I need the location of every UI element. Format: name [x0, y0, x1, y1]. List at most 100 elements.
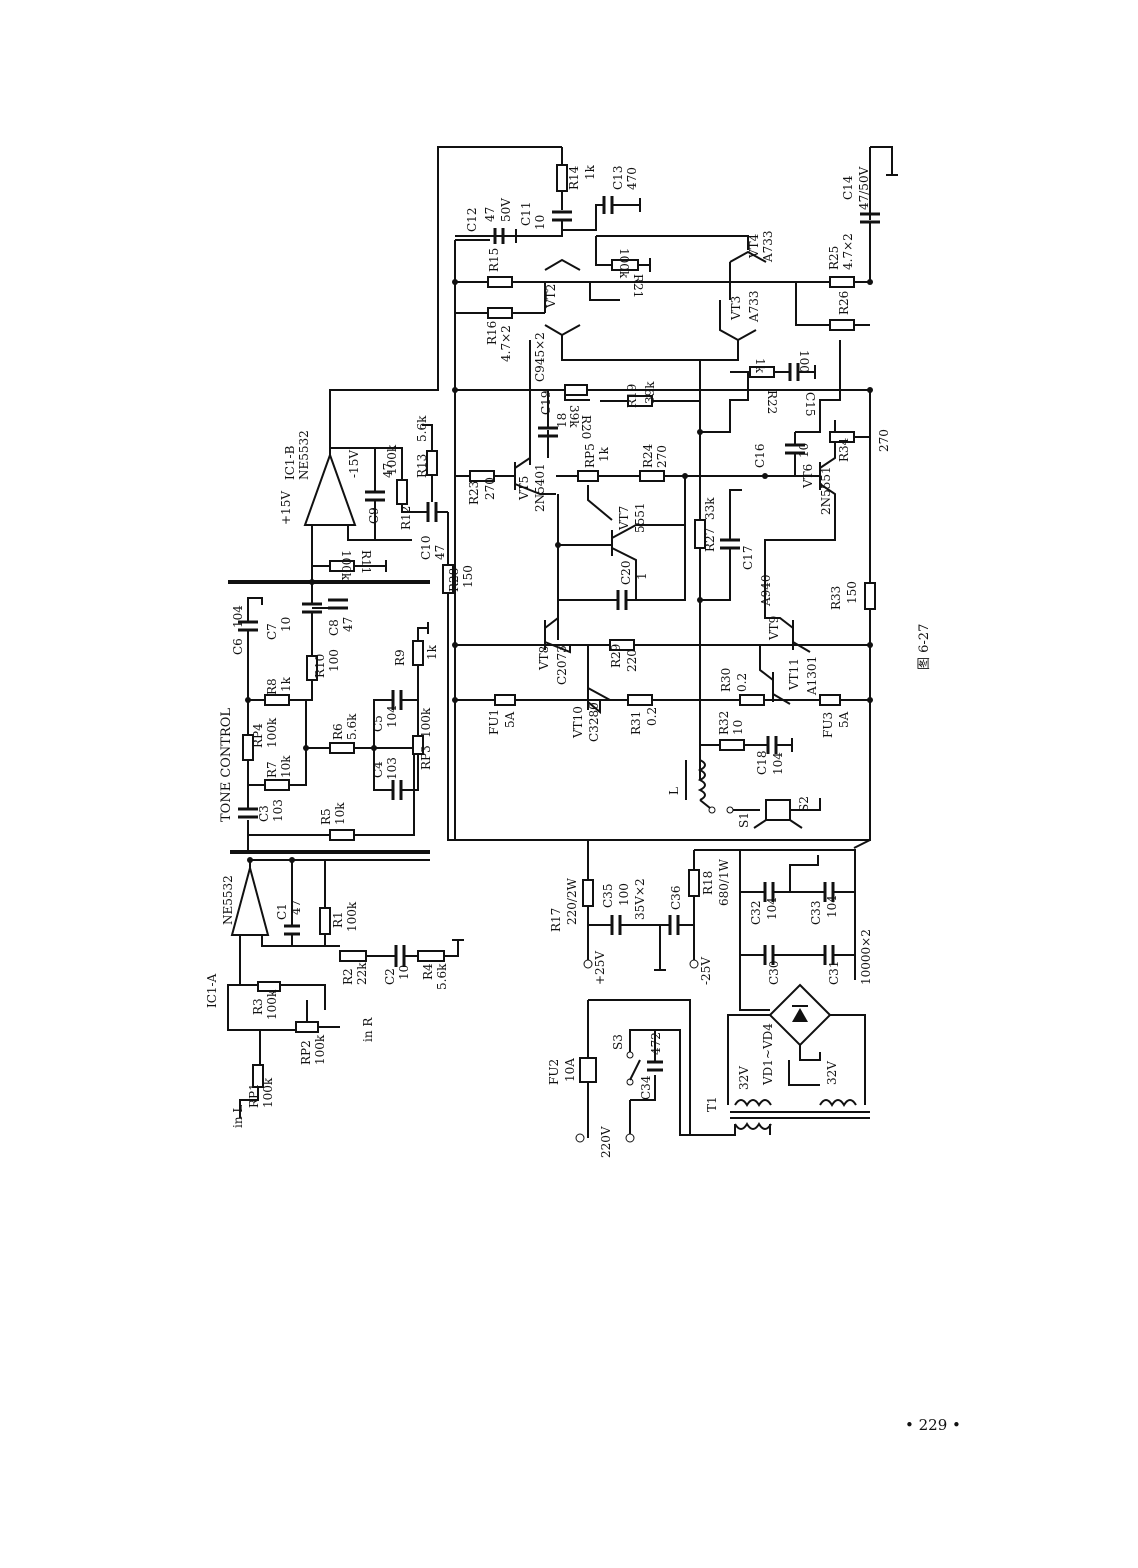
- vas-bias-stage: R23 270 VT5 2N5401 C19 18 RP5 1k R24 270…: [455, 360, 891, 780]
- fu1-value: 5A: [503, 711, 517, 728]
- vt5-label: VT5: [517, 476, 531, 501]
- r8-resistor: [264, 694, 290, 706]
- ic1b-neg-supply: -15V: [347, 450, 361, 478]
- c18-label: C18: [755, 751, 769, 775]
- r15-resistor: [487, 276, 513, 288]
- c4-value: 103: [385, 757, 399, 780]
- rp3-value: 100k: [419, 707, 433, 738]
- rp1-label: RP1: [247, 1083, 261, 1108]
- r21-label: R21: [631, 274, 645, 298]
- r8-label: R8: [265, 678, 279, 695]
- s1-label: S1: [737, 812, 751, 828]
- r24-value: 270: [655, 445, 669, 468]
- r34-value: 270: [877, 429, 891, 452]
- r15-label: R15: [487, 248, 501, 272]
- transformer-primary: [734, 1122, 772, 1130]
- c15-label: C15: [803, 392, 817, 416]
- r31-resistor: [627, 694, 653, 706]
- r25-resistor: [829, 276, 855, 288]
- c10-label: C10: [419, 536, 433, 560]
- ic1b-type: NE5532: [297, 430, 311, 480]
- ic1b-stage: IC1-B NE5532 +15V -15V C9 47 R12 100k C1…: [279, 146, 562, 582]
- r2-label: R2: [341, 968, 355, 985]
- c4-label: C4: [371, 761, 385, 778]
- r30-resistor: [739, 694, 765, 706]
- c13-value: 470: [625, 167, 639, 190]
- mains-terminal-2: [625, 1133, 635, 1143]
- r14-resistor: [556, 164, 568, 192]
- c15-value: 100: [797, 350, 811, 373]
- c1-value: 47: [289, 900, 303, 915]
- rp5-potentiometer: [577, 470, 599, 482]
- op-amp-ic1a: [230, 864, 270, 936]
- r16-label: R16: [485, 321, 499, 345]
- r13-label: R13: [415, 454, 429, 478]
- vt11-label: VT11: [787, 658, 801, 691]
- r27-value: 33k: [703, 497, 717, 520]
- fu2-label: FU2: [547, 1059, 561, 1085]
- r11-label: R11: [359, 550, 373, 574]
- r10-value: 100: [327, 649, 341, 672]
- c14-label: C14: [841, 175, 855, 200]
- r31-value: 0.2: [645, 707, 659, 726]
- transformer-secondary-1: [734, 1099, 772, 1107]
- r4-label: R4: [421, 963, 435, 980]
- r25-label: R25: [827, 246, 841, 270]
- r29-resistor: [609, 639, 635, 651]
- c33-value: 104: [825, 895, 839, 918]
- t1-label: T1: [705, 1096, 719, 1112]
- r32-value: 10: [731, 720, 745, 735]
- r30-label: R30: [719, 668, 733, 692]
- c5-value: 104: [385, 705, 399, 728]
- c6-value: 104: [231, 605, 245, 628]
- current-mirror-stage: VT4 A733 VT3 A733 R25 4.7×2 R26 R22 1k C…: [596, 146, 898, 420]
- r1-value: 100k: [345, 901, 359, 932]
- fu2-value: 10A: [563, 1058, 577, 1082]
- r20-label: R20: [579, 415, 593, 439]
- c30-31-value: 10000×2: [859, 929, 873, 985]
- r2-value: 22k: [355, 962, 369, 985]
- r9-label: R9: [393, 649, 407, 666]
- r20-value: 39k: [567, 405, 581, 428]
- c34-label: C34: [639, 1075, 653, 1100]
- c9-value: 47: [381, 463, 395, 478]
- c32-value: 104: [765, 897, 779, 920]
- r5-label: R5: [319, 808, 333, 825]
- fu2-fuse: [579, 1057, 597, 1083]
- figure-caption: 图 6-27: [917, 624, 932, 670]
- r6-resistor: [329, 742, 355, 754]
- vd-label: VD1~VD4: [761, 1023, 775, 1086]
- r1-label: R1: [331, 911, 345, 928]
- r12-resistor: [396, 479, 408, 505]
- r6-label: R6: [331, 723, 345, 740]
- c17-label: C17: [741, 546, 755, 570]
- r25-value: 4.7×2: [841, 233, 855, 270]
- r7-resistor: [264, 779, 290, 791]
- inductor-l: [697, 759, 706, 801]
- vt2-label: VT2: [544, 284, 558, 309]
- c34-value: 472: [649, 1032, 663, 1055]
- r17-label: R17: [549, 908, 563, 932]
- pos25-label: +25V: [593, 951, 607, 985]
- r6-value: 5.6k: [345, 713, 359, 740]
- r32-resistor: [719, 739, 745, 751]
- r24-resistor: [639, 470, 665, 482]
- r19-label: R19: [625, 384, 639, 408]
- r34-label: R34: [837, 437, 851, 462]
- r5-value: 10k: [333, 802, 347, 825]
- rp2-value: 100k: [313, 1034, 327, 1065]
- mains-terminal-1: [575, 1133, 585, 1143]
- fu1-label: FU1: [487, 709, 501, 735]
- r18-resistor: [688, 869, 700, 897]
- c12-label: C12: [465, 208, 479, 232]
- vt11-type: A1301: [805, 656, 819, 696]
- vt10-label: VT10: [571, 706, 585, 739]
- ic1b-label: IC1-B: [283, 445, 297, 480]
- tone-control-title: TONE CONTROL: [219, 708, 234, 822]
- c1-label: C1: [275, 903, 289, 920]
- r18-label: R18: [701, 871, 715, 895]
- r32-label: R32: [717, 711, 731, 735]
- pos25-terminal: [583, 959, 593, 969]
- power-amp-rails: R28 150: [442, 239, 873, 841]
- c13-label: C13: [611, 166, 625, 190]
